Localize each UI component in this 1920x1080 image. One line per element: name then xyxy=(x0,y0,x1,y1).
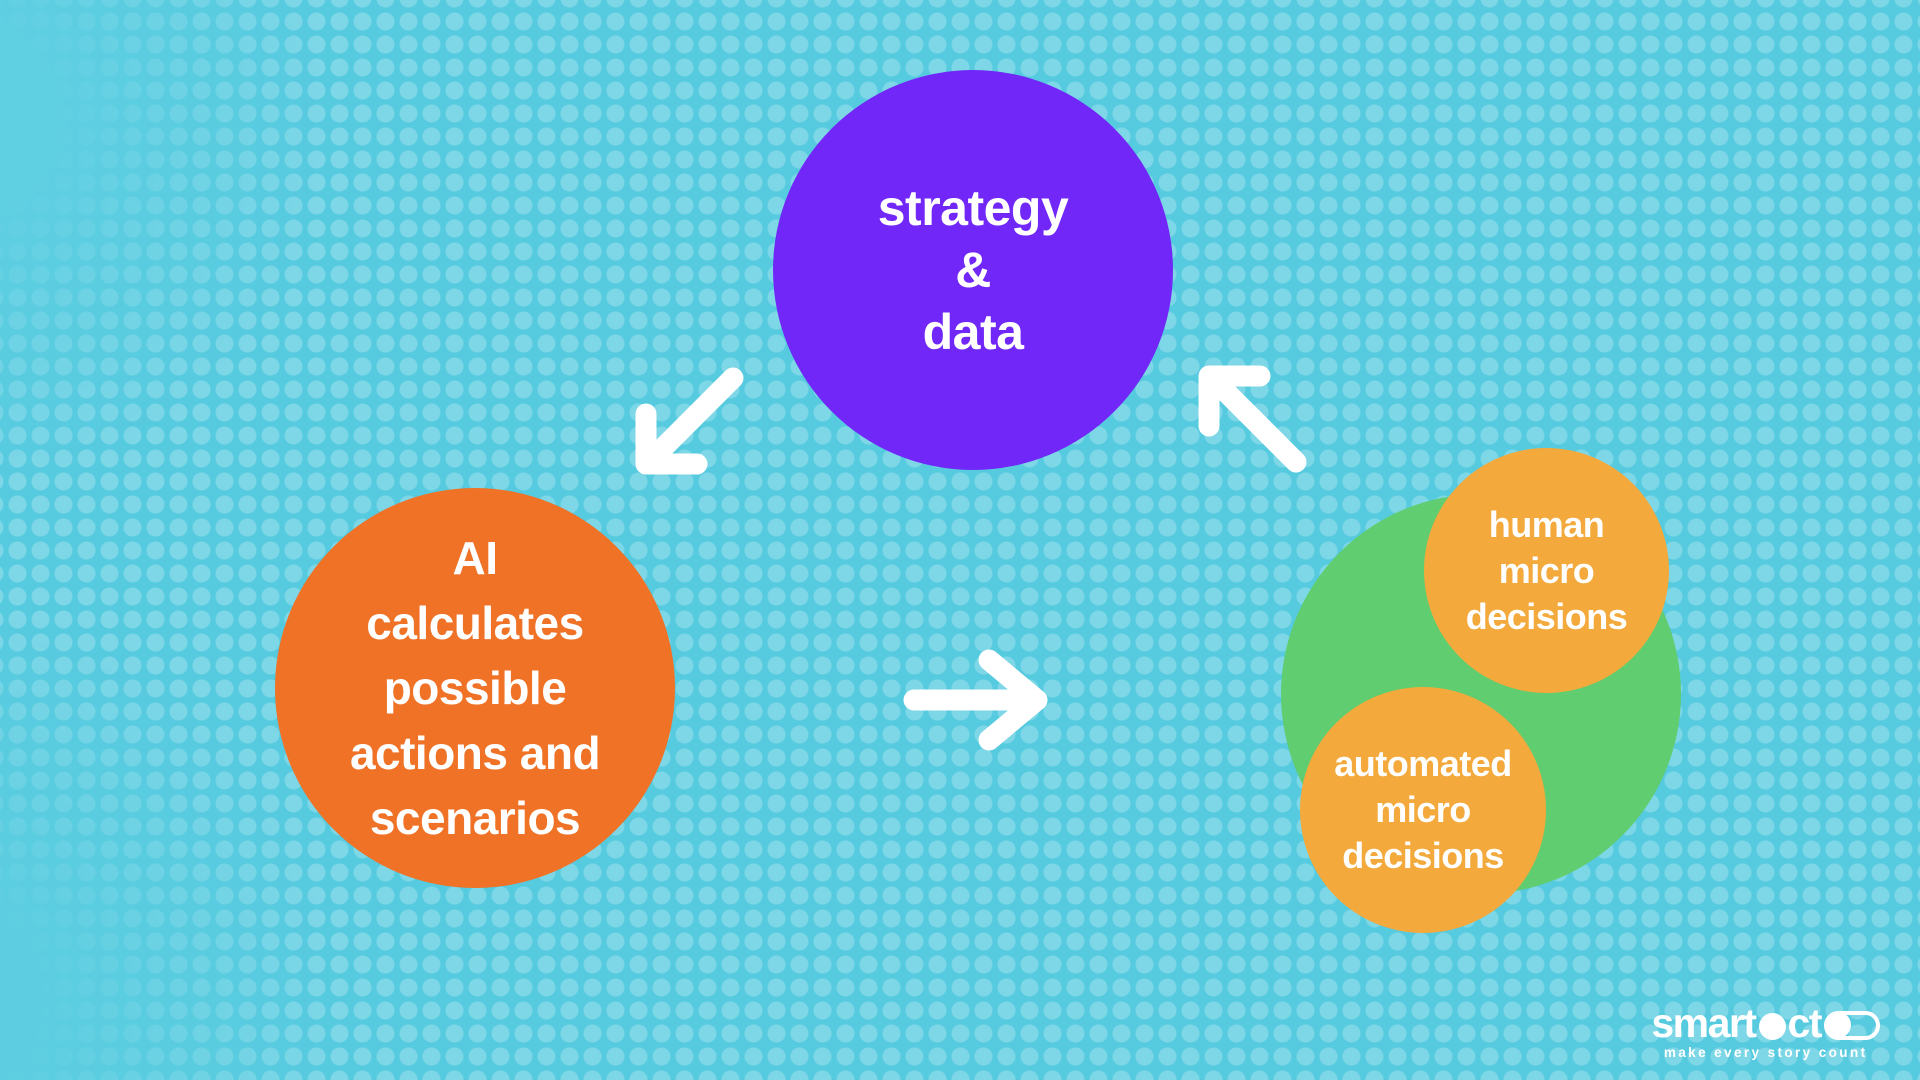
strategy-data-circle: strategy & data xyxy=(773,70,1173,470)
strategy-line-3: data xyxy=(922,304,1024,360)
wordmark-text-smart: smart xyxy=(1651,1000,1757,1047)
ai-calculates-circle: AI calculates possible actions and scena… xyxy=(275,488,675,888)
strategy-line-1: strategy xyxy=(877,180,1069,236)
ai-line-1: AI xyxy=(452,531,499,584)
ai-line-5: scenarios xyxy=(369,791,581,844)
automated-line-1: automated xyxy=(1334,743,1512,784)
automated-line-3: decisions xyxy=(1342,835,1504,876)
human-line-1: human xyxy=(1488,503,1605,545)
human-line-3: decisions xyxy=(1465,595,1628,637)
wordmark-text-ct: ct xyxy=(1787,1000,1823,1047)
smartocto-wordmark: smart ct xyxy=(1651,1000,1880,1047)
ai-line-2: calculates xyxy=(366,596,584,649)
smartocto-logo: smart ct make every story count xyxy=(1651,1000,1880,1060)
strategy-line-2: & xyxy=(955,242,991,298)
human-line-2: micro xyxy=(1498,549,1595,591)
automated-line-2: micro xyxy=(1375,789,1471,830)
logo-toggle-knob xyxy=(1825,1012,1851,1038)
logo-tagline: make every story count xyxy=(1663,1045,1868,1060)
logo-toggle-o-icon xyxy=(1824,1011,1880,1040)
human-micro-decisions-circle: human micro decisions xyxy=(1424,448,1669,693)
logo-filled-o-icon xyxy=(1758,1013,1786,1040)
ai-line-3: possible xyxy=(383,661,567,714)
automated-micro-decisions-circle: automated micro decisions xyxy=(1300,687,1546,933)
ai-line-4: actions and xyxy=(349,726,601,779)
